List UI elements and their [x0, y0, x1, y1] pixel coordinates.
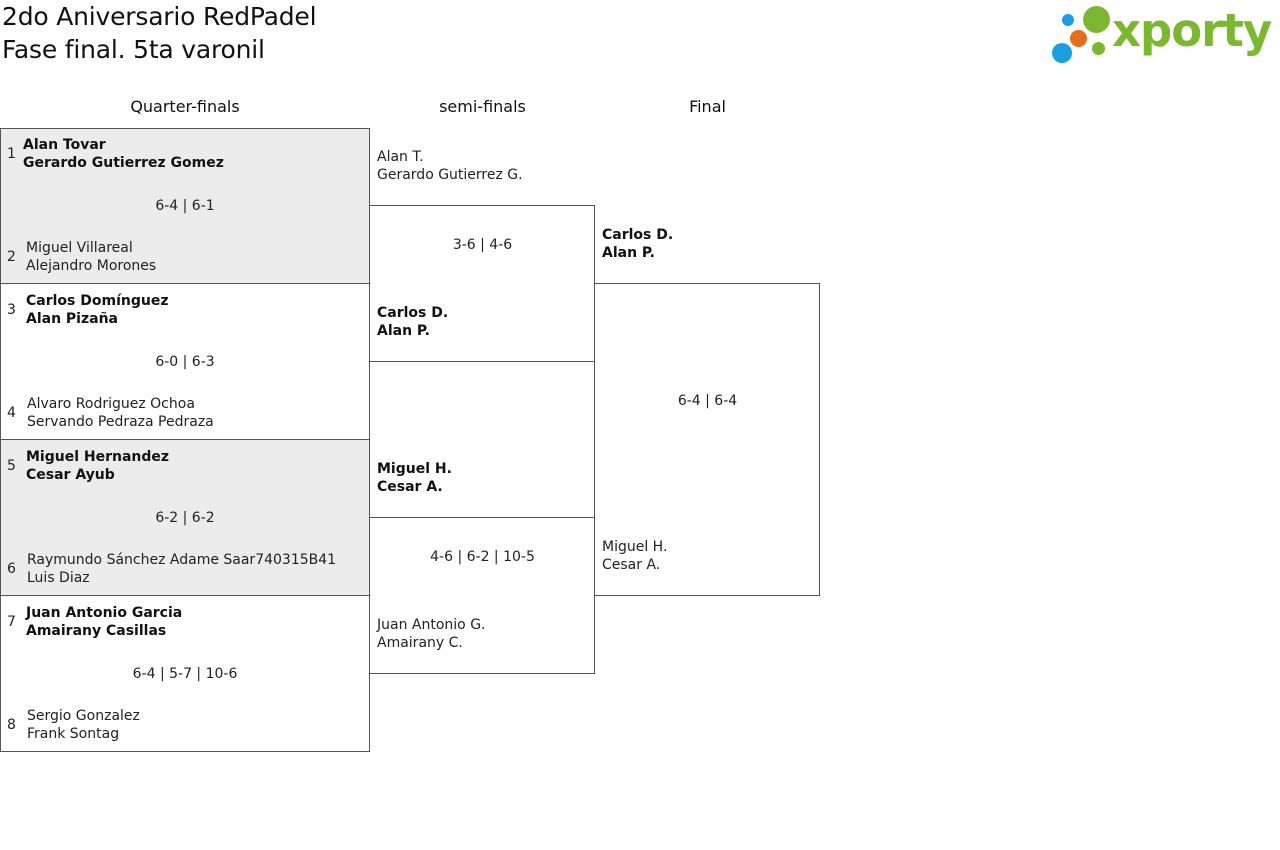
qf2-score: 6-0 | 6-3 [155, 354, 215, 370]
player-name: Alan Tovar [23, 137, 106, 153]
qf-match-1 [0, 128, 370, 284]
player-name: Sergio Gonzalez [27, 708, 140, 724]
sf2-score: 4-6 | 6-2 | 10-5 [430, 549, 535, 565]
sf1-winner-pair: Carlos D. Alan P. [377, 304, 448, 340]
player-name: Raymundo Sánchez Adame Saar740315B41 [27, 552, 337, 568]
player-name: Gerardo Gutierrez Gomez [23, 155, 224, 171]
player-name: Servando Pedraza Pedraza [27, 414, 214, 430]
qf3-loser-pair: Raymundo Sánchez Adame Saar740315B41 Lui… [27, 551, 336, 587]
final-match [594, 283, 820, 596]
seed-number: 5 [7, 458, 16, 474]
qf3-score: 6-2 | 6-2 [155, 510, 215, 526]
player-name: Alan P. [377, 323, 430, 339]
qf4-score: 6-4 | 5-7 | 10-6 [132, 666, 238, 682]
player-name: Amairany C. [377, 635, 463, 651]
final-score: 6-4 | 6-4 [677, 393, 738, 409]
logo-dot [1083, 6, 1110, 33]
qf3-winner-pair: Miguel Hernandez Cesar Ayub [26, 448, 169, 484]
qf2-loser-pair: Alvaro Rodriguez Ochoa Servando Pedraza … [27, 395, 214, 431]
player-name: Frank Sontag [27, 726, 120, 742]
sf2-loser-pair: Juan Antonio G. Amairany C. [377, 616, 486, 652]
player-name: Juan Antonio Garcia [26, 605, 183, 621]
logo-dot [1070, 30, 1087, 47]
seed-number: 4 [7, 405, 16, 421]
logo-dot [1052, 43, 1072, 63]
page-title: 2do Aniversario RedPadel [2, 2, 317, 31]
qf4-loser-pair: Sergio Gonzalez Frank Sontag [27, 707, 140, 743]
player-name: Miguel H. [602, 539, 668, 555]
player-name: Alan T. [377, 149, 424, 165]
player-name: Cesar Ayub [26, 467, 115, 483]
seed-number: 7 [7, 614, 16, 630]
seed-number: 1 [7, 146, 16, 162]
final-bottom-pair: Miguel H. Cesar A. [602, 538, 667, 574]
page-subtitle: Fase final. 5ta varonil [2, 35, 265, 64]
qf1-winner-pair: Alan Tovar Gerardo Gutierrez Gomez [23, 136, 224, 172]
player-name: Miguel H. [377, 461, 452, 477]
round-header-final: Final [689, 97, 726, 116]
round-header-quarter-finals: Quarter-finals [130, 97, 240, 116]
qf1-score: 6-4 | 6-1 [155, 198, 215, 214]
player-name: Alan P. [602, 245, 655, 261]
player-name: Cesar A. [602, 557, 661, 573]
player-name: Miguel Hernandez [26, 449, 170, 465]
player-name: Carlos D. [602, 227, 674, 243]
player-name: Gerardo Gutierrez G. [377, 167, 523, 183]
qf-match-3 [0, 439, 370, 596]
player-name: Juan Antonio G. [377, 617, 486, 633]
player-name: Alejandro Morones [26, 258, 157, 274]
qf4-winner-pair: Juan Antonio Garcia Amairany Casillas [26, 604, 182, 640]
sf1-top-pair: Alan T. Gerardo Gutierrez G. [377, 148, 523, 184]
player-name: Carlos Domínguez [26, 293, 169, 309]
logo-dot [1092, 42, 1105, 55]
player-name: Amairany Casillas [26, 623, 167, 639]
player-name: Miguel Villareal [26, 240, 133, 256]
player-name: Alvaro Rodriguez Ochoa [27, 396, 195, 412]
seed-number: 8 [7, 717, 16, 733]
player-name: Alan Pizaña [26, 311, 118, 327]
seed-number: 3 [7, 302, 16, 318]
logo-dot [1062, 14, 1074, 26]
sf2-winner-pair: Miguel H. Cesar A. [377, 460, 452, 496]
logo-wordmark: xporty [1112, 4, 1272, 57]
player-name: Cesar A. [377, 479, 443, 495]
seed-number: 2 [7, 249, 16, 265]
sf1-score: 3-6 | 4-6 [452, 237, 513, 253]
round-header-semi-finals: semi-finals [439, 97, 526, 116]
qf2-winner-pair: Carlos Domínguez Alan Pizaña [26, 292, 168, 328]
seed-number: 6 [7, 561, 16, 577]
player-name: Carlos D. [377, 305, 449, 321]
player-name: Luis Diaz [27, 570, 90, 586]
final-top-pair: Carlos D. Alan P. [602, 226, 673, 262]
qf1-loser-pair: Miguel Villareal Alejandro Morones [26, 239, 156, 275]
xporty-logo: xporty [1050, 4, 1276, 66]
